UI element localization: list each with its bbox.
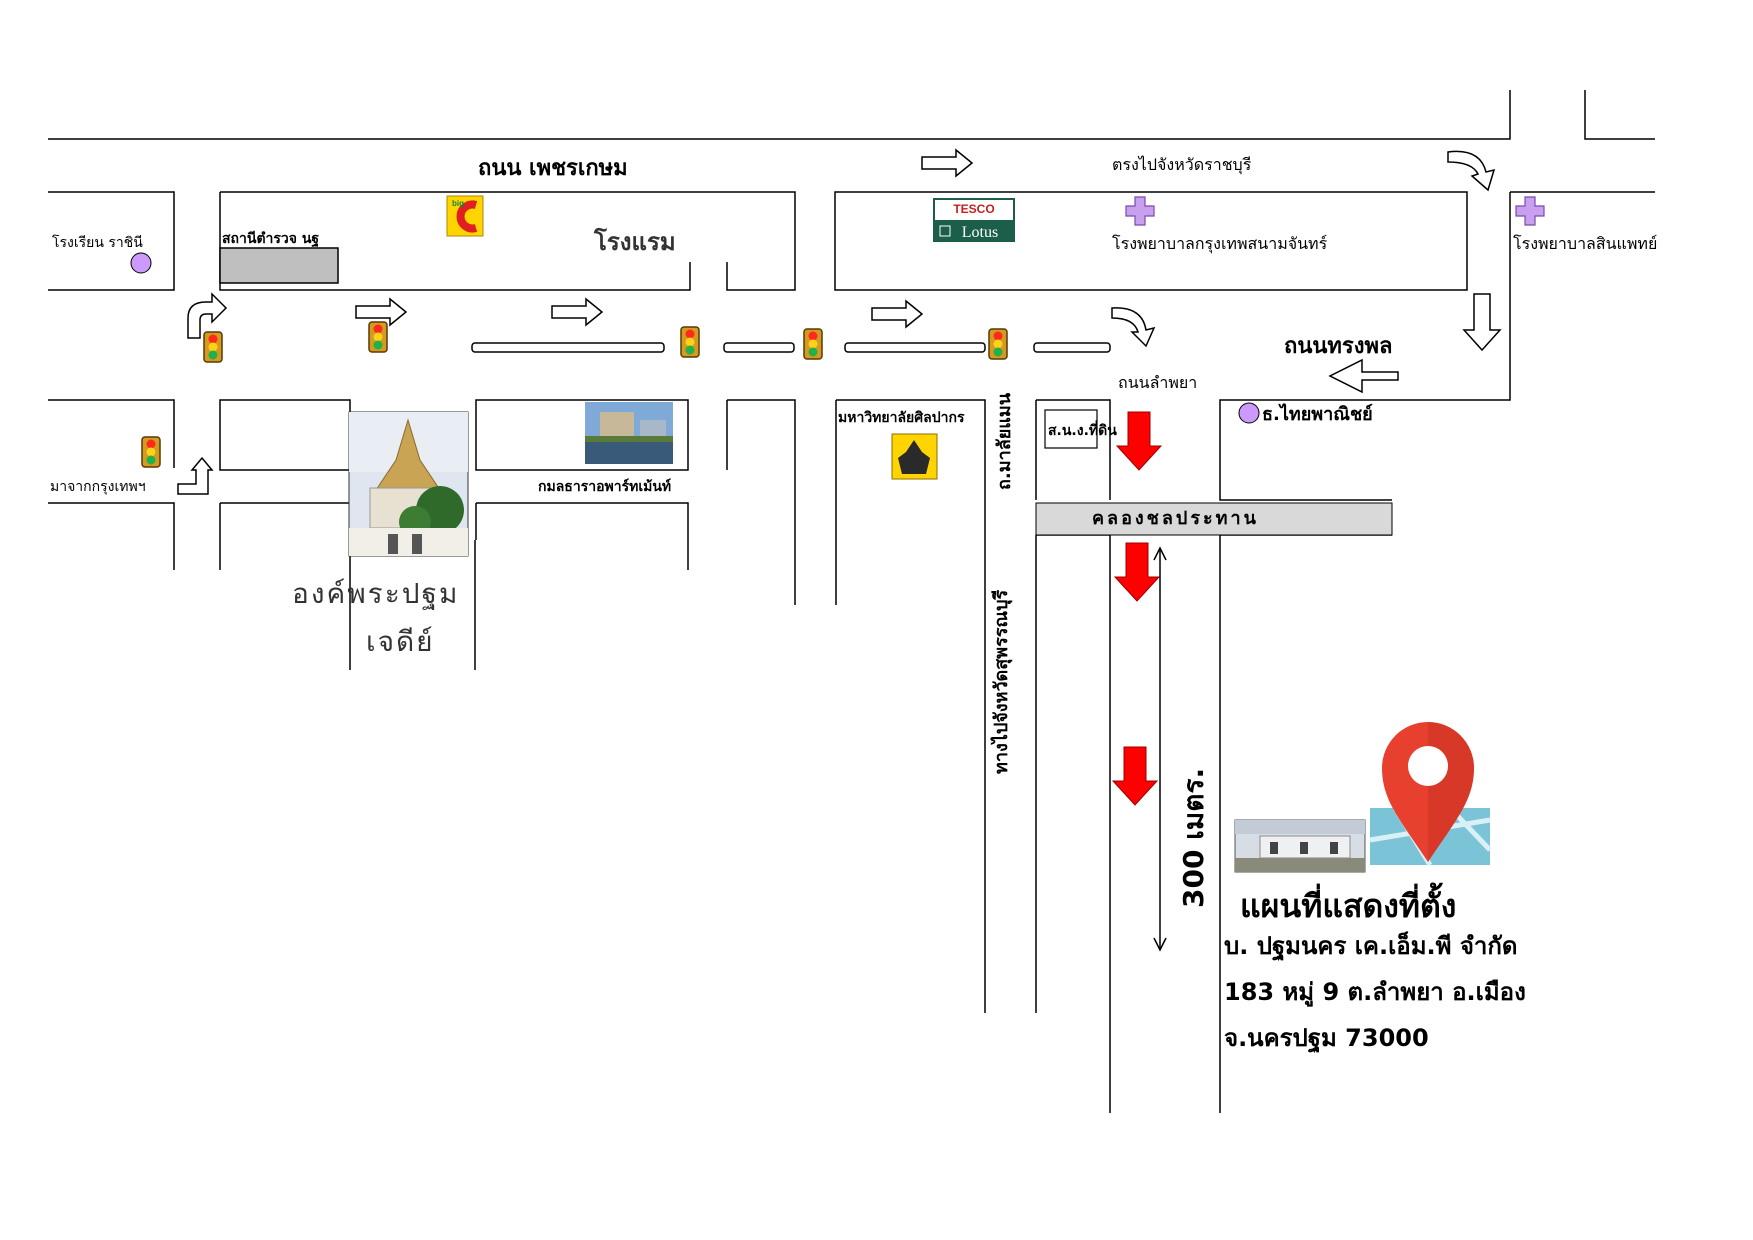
apartment-photo: [585, 402, 673, 464]
red-arrow-icon: [1116, 411, 1162, 471]
bank-marker-icon: [1238, 402, 1260, 424]
road-label-from-bangkok: มาจากกรุงเทพฯ: [50, 479, 146, 495]
tesco-lotus-logo: TESCO Lotus: [933, 198, 1015, 242]
road-edge-top-right: [1584, 90, 1655, 140]
arrow-right-icon: [355, 298, 407, 326]
place-label-dmv: ส.น.ง.ที่ดิน: [1048, 423, 1117, 439]
curve-arrow-icon: [1447, 150, 1496, 192]
place-label-hospital-sin: โรงพยาบาลสินแพทย์: [1513, 234, 1658, 253]
traffic-light-icon: [141, 436, 161, 468]
road-edge-top: [48, 90, 1511, 140]
road-label-song-phon: ถนนทรงพล: [1284, 334, 1393, 359]
hospital-cross-icon: [1515, 196, 1545, 226]
distance-label: 300 เมตร.: [1177, 767, 1210, 908]
svg-text:big: big: [452, 199, 464, 208]
place-label-police: สถานีตำรวจ นฐ: [222, 231, 320, 247]
place-label-chedi-line1: องค์พระปฐม: [292, 577, 460, 610]
place-label-university: มหาวิทยาลัยศิลปากร: [838, 410, 965, 426]
arrow-down-icon: [1462, 293, 1502, 352]
road-label-malaiman: ถ.มาลัยแมน: [994, 392, 1015, 490]
university-statue: [891, 433, 938, 480]
place-label-bank: ธ.ไทยพาณิชย์: [1262, 404, 1373, 425]
curve-arrow-icon: [1111, 307, 1156, 348]
svg-text:Lotus: Lotus: [962, 224, 998, 241]
address-line-1: 183 หมู่ 9 ต.ลำพยา อ.เมือง: [1224, 978, 1526, 1006]
arrow-right-icon: [921, 149, 973, 177]
traffic-light-icon: [368, 321, 388, 353]
chedi-photo: [348, 411, 469, 557]
company-name: บ. ปฐมนคร เค.เอ็ม.พี จำกัด: [1224, 932, 1518, 960]
road-label-main: ถนน เพชรเกษม: [478, 156, 628, 181]
road-label-to-suphanburi: ทางไปจังหวัดสุพรรณบุรี: [991, 589, 1012, 774]
arrow-left-icon: [1328, 358, 1399, 394]
svg-text:TESCO: TESCO: [953, 202, 994, 216]
place-label-hospital-bkk: โรงพยาบาลกรุงเทพสนามจันทร์: [1112, 234, 1328, 253]
location-title: แผนที่แสดงที่ตั้ง: [1240, 887, 1457, 925]
place-label-hotel: โรงแรม: [594, 228, 676, 256]
hospital-cross-icon: [1125, 196, 1155, 226]
red-arrow-icon: [1112, 746, 1158, 806]
turn-arrow-icon: [177, 456, 214, 495]
road-label-canal: คลองชลประทาน: [1092, 508, 1259, 529]
road-label-to-ratchaburi: ตรงไปจังหวัดราชบุรี: [1112, 155, 1252, 174]
dmv-box: [1044, 409, 1098, 449]
arrow-right-icon: [871, 300, 923, 328]
place-label-school: โรงเรียน ราชินี: [52, 235, 143, 251]
map-pin-icon: [1369, 722, 1492, 867]
factory-photo: [1234, 819, 1366, 873]
address-line-2: จ.นครปฐม 73000: [1224, 1024, 1429, 1052]
canal: [1035, 502, 1393, 536]
traffic-light-icon: [203, 331, 223, 363]
turn-arrow-icon: [187, 292, 228, 339]
school-marker-icon: [130, 252, 152, 274]
place-label-chedi-line2: เจดีย์: [366, 625, 435, 658]
road-label-lam-phaya: ถนนลำพยา: [1118, 373, 1198, 392]
place-label-apartment: กมลธาราอพาร์ทเม้นท์: [538, 479, 672, 495]
traffic-light-icon: [988, 328, 1008, 360]
arrow-right-icon: [551, 298, 603, 326]
traffic-light-icon: [680, 326, 700, 358]
red-arrow-icon: [1114, 542, 1160, 602]
traffic-light-icon: [803, 328, 823, 360]
bigc-logo: big: [446, 195, 484, 237]
